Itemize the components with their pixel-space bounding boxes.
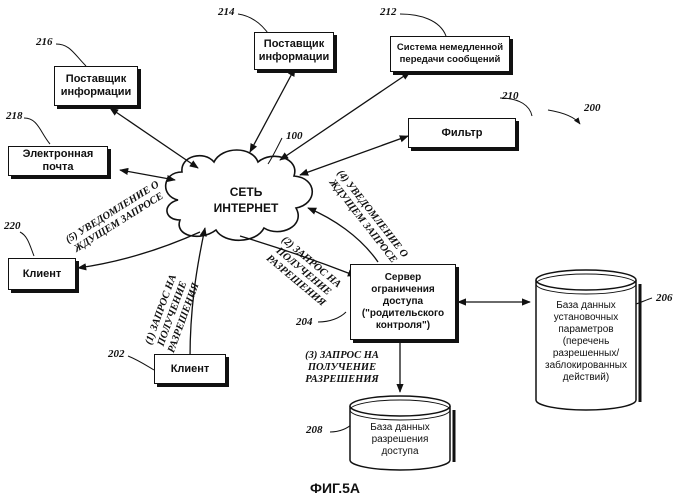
- database-208-label: База данных разрешения доступа: [354, 422, 446, 458]
- cloud-label: СЕТЬ ИНТЕРНЕТ: [196, 184, 296, 216]
- box-email-218: Электронная почта: [8, 146, 108, 176]
- link-cloud-provider-216: [110, 108, 198, 168]
- ref-216: 216: [36, 36, 53, 48]
- ref-214: 214: [218, 6, 235, 18]
- ref-218: 218: [6, 110, 23, 122]
- box-messaging-212: Система немедленной передачи сообщений: [390, 36, 510, 72]
- ref-212: 212: [380, 6, 397, 18]
- ref-210: 210: [502, 90, 519, 102]
- box-server-204: Сервер ограничения доступа ("родительско…: [350, 264, 456, 340]
- database-206-label: База данных установочных параметров (пер…: [540, 300, 632, 384]
- ref-202: 202: [108, 348, 125, 360]
- box-provider-216: Поставщик информации: [54, 66, 138, 106]
- box-filter-210: Фильтр: [408, 118, 516, 148]
- ref-204: 204: [296, 316, 313, 328]
- figure-caption: ФИГ.5А: [310, 480, 360, 496]
- box-provider-214: Поставщик информации: [254, 32, 334, 70]
- ref-220: 220: [4, 220, 21, 232]
- cloud-label-line1: СЕТЬ: [196, 184, 296, 200]
- cloud-label-line2: ИНТЕРНЕТ: [196, 200, 296, 216]
- ref-100: 100: [286, 130, 303, 142]
- link-cloud-filter-210: [300, 136, 408, 175]
- ref-208: 208: [306, 424, 323, 436]
- ref-200: 200: [584, 102, 601, 114]
- ref-206: 206: [656, 292, 673, 304]
- label-step3: (3) ЗАПРОС НА ПОЛУЧЕНИЕ РАЗРЕШЕНИЯ: [282, 350, 402, 386]
- link-cloud-messaging-212: [280, 72, 410, 160]
